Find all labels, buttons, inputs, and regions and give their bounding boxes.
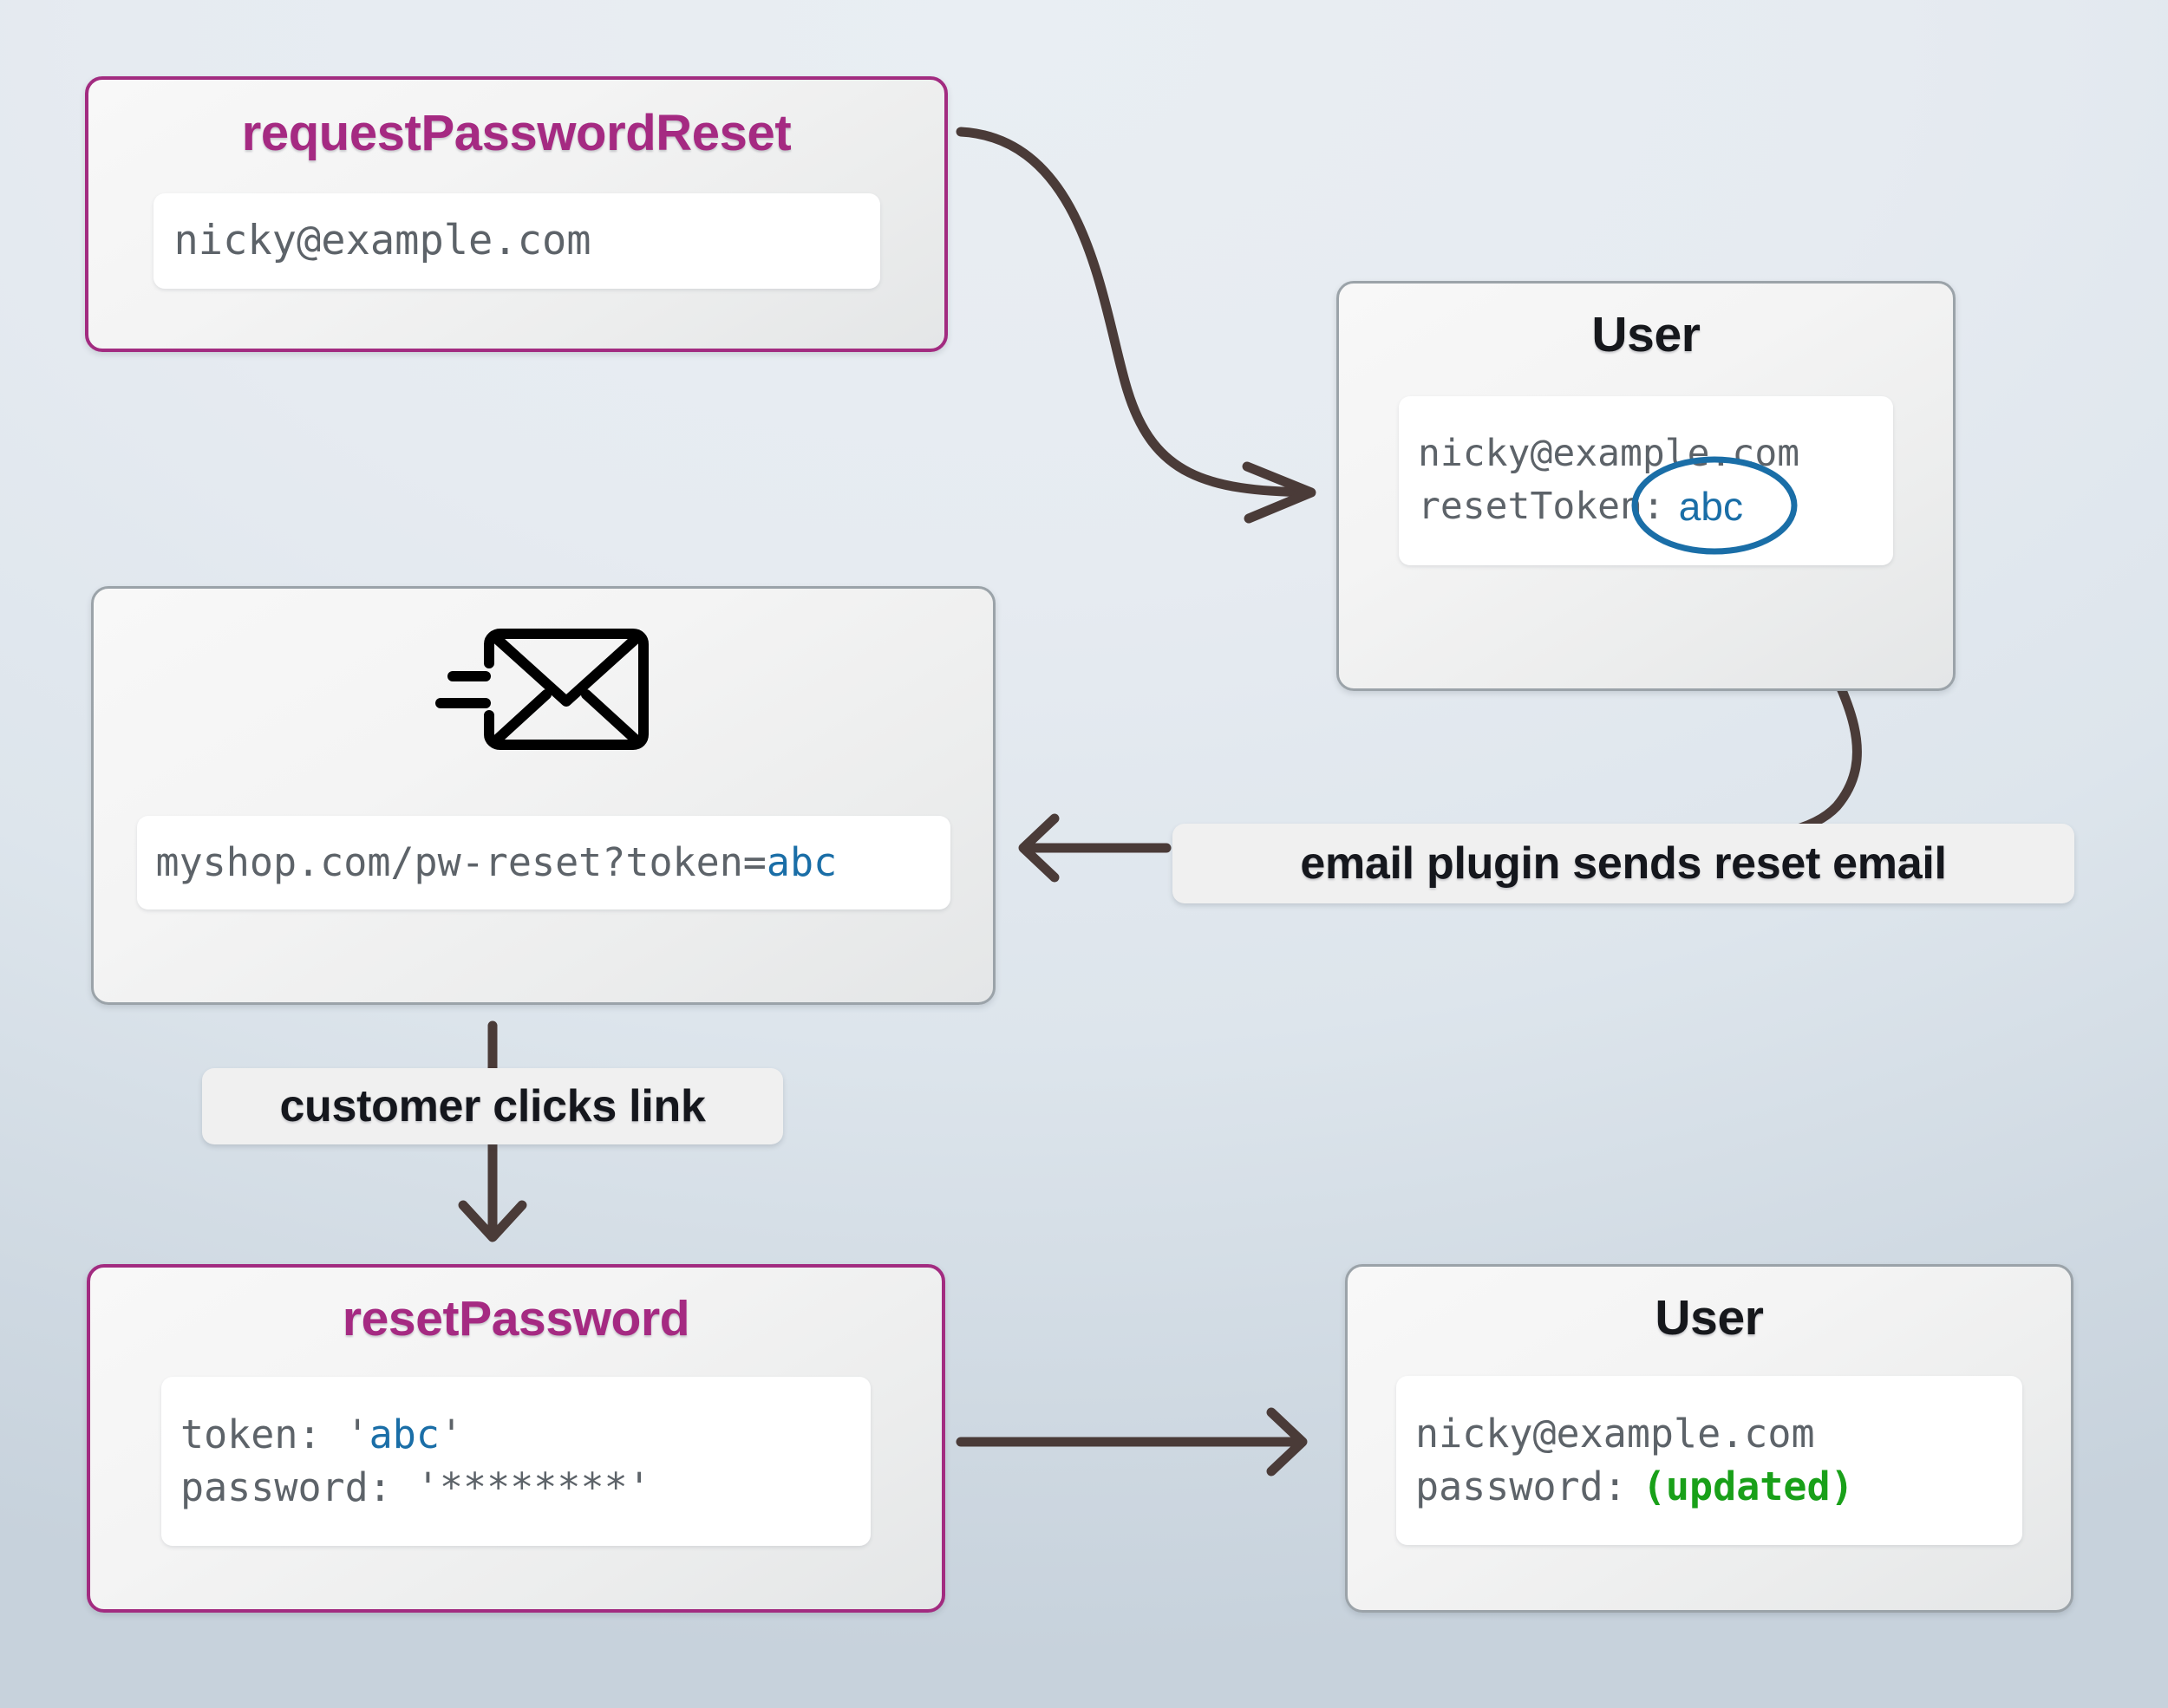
node-user-top[interactable]: User nicky@example.com resetToken: abc <box>1336 281 1956 691</box>
node-title-user-top: User <box>1591 307 1701 362</box>
edge-reset-to-user-arrowhead <box>1266 1407 1308 1477</box>
node-title-user-bottom: User <box>1655 1290 1764 1346</box>
password-updated-value: (updated) <box>1642 1463 1854 1509</box>
reset-token-label: resetToken: <box>1418 485 1665 529</box>
label-email-plugin-sends-reset-email: email plugin sends reset email <box>1172 824 2074 903</box>
node-request-password-reset[interactable]: requestPasswordReset nicky@example.com <box>85 76 948 352</box>
field-row-email: nicky@example.com <box>1418 431 1800 475</box>
label-customer-clicks-link: customer clicks link <box>202 1068 783 1144</box>
node-email-message[interactable]: myshop.com/pw-reset?token=abc <box>91 586 996 1005</box>
field-reset-password: token: 'abc' password: '********' <box>161 1377 871 1546</box>
token-quote-close: ' <box>439 1411 464 1458</box>
url-prefix: myshop.com/pw-reset?token= <box>155 838 767 885</box>
node-title-reset-password: resetPassword <box>342 1291 690 1346</box>
token-quote-open: ' <box>345 1411 369 1458</box>
field-row-url: myshop.com/pw-reset?token=abc <box>156 837 931 889</box>
password-label: password: <box>1415 1463 1627 1509</box>
node-reset-password[interactable]: resetPassword token: 'abc' password: '****… <box>87 1264 945 1613</box>
edge-request-to-user <box>956 127 1315 498</box>
token-value: abc <box>369 1411 440 1458</box>
node-user-bottom[interactable]: User nicky@example.com password: (updated… <box>1345 1264 2073 1613</box>
reset-token-value: abc <box>1678 484 1743 530</box>
field-email-url: myshop.com/pw-reset?token=abc <box>136 816 950 909</box>
password-label: password: <box>180 1464 392 1510</box>
edge-email-to-reset-arrowhead <box>458 1200 527 1242</box>
token-label: token: <box>180 1411 322 1458</box>
field-row-password: password: '********' <box>180 1462 852 1514</box>
field-user-top: nicky@example.com resetToken: abc <box>1399 396 1893 565</box>
field-row-password: password: (updated) <box>1415 1461 2003 1513</box>
password-value: '********' <box>415 1464 651 1510</box>
envelope-send-icon <box>434 625 652 753</box>
node-title-request-password-reset: requestPasswordReset <box>241 105 792 161</box>
field-row-email: nicky@example.com <box>173 216 591 264</box>
field-row-email: nicky@example.com <box>1415 1411 1815 1457</box>
url-token: abc <box>766 838 838 885</box>
field-user-bottom: nicky@example.com password: (updated) <box>1396 1376 2022 1545</box>
field-row-reset-token: resetToken: abc <box>1418 456 1874 555</box>
edge-plugin-to-email-arrowhead <box>1018 813 1060 883</box>
field-request-email: nicky@example.com <box>153 193 880 289</box>
field-row-token: token: 'abc' <box>180 1409 852 1461</box>
edge-request-to-user-arrowhead <box>1242 461 1316 524</box>
